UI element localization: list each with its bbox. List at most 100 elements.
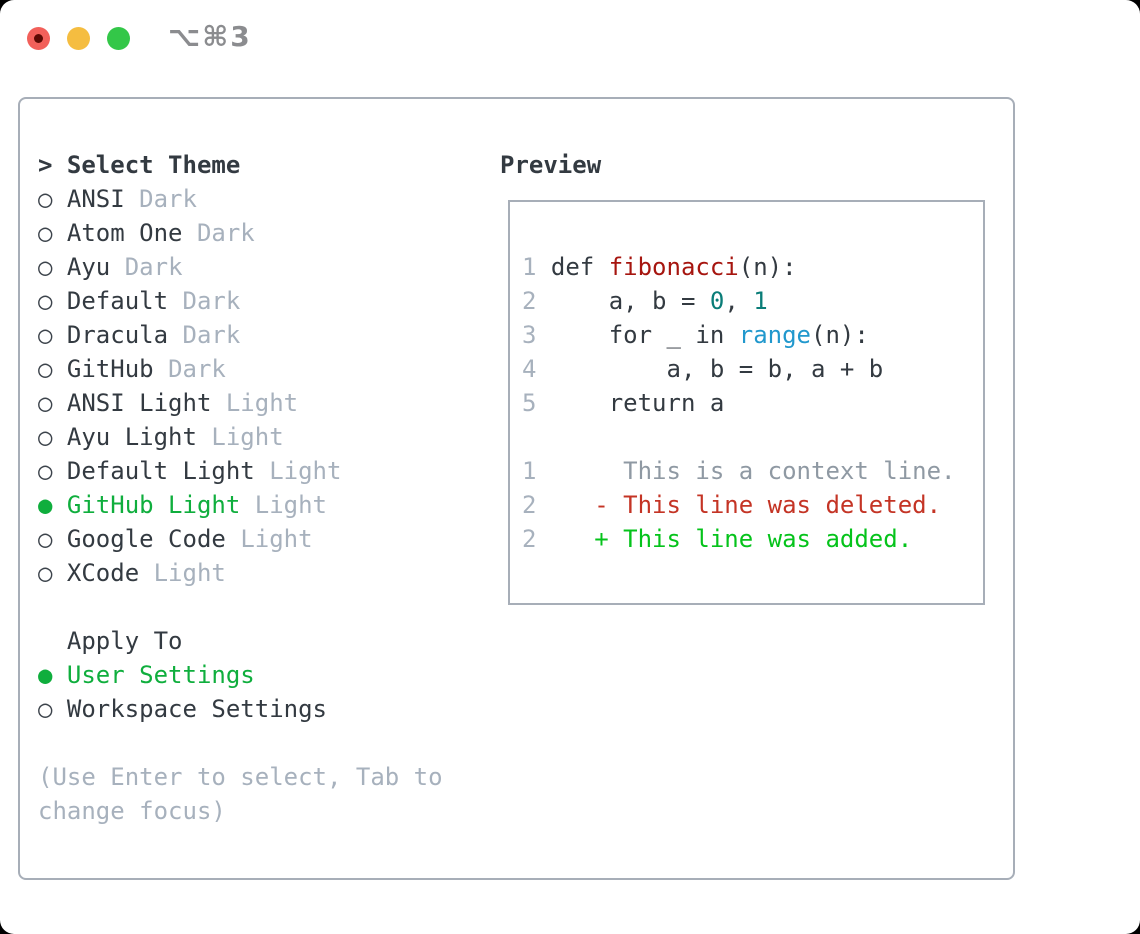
code-line: 2 - This line was deleted. [522,488,983,522]
theme-option-ansi-light[interactable]: ○ ANSI Light Light [38,386,443,420]
apply-option-workspace-settings[interactable]: ○ Workspace Settings [38,692,443,726]
code-line: 2 a, b = 0, 1 [522,284,983,318]
radio-unselected-icon: ○ [38,185,53,213]
code-segment-num: 0 [709,287,725,315]
theme-name: Ayu [66,253,111,281]
theme-name: XCode [66,559,140,587]
spacer-row [38,726,443,760]
code-segment-num: 1 [753,287,768,315]
window-shortcut-label: ⌥⌘3 [168,20,252,53]
radio-selected-icon: ● [38,661,53,689]
theme-variant: Light [269,457,342,485]
hint-line-2: change focus) [38,797,226,825]
theme-option-google-code[interactable]: ○ Google Code Light [38,522,443,556]
code-segment-deleted: - This line was deleted. [550,491,942,519]
radio-unselected-icon: ○ [38,695,53,723]
theme-variant: Dark [196,219,255,247]
radio-unselected-icon: ○ [38,253,53,281]
theme-option-ayu[interactable]: ○ Ayu Dark [38,250,443,284]
apply-option-label: Workspace Settings [66,695,327,723]
code-segment-func: fibonacci [608,253,739,281]
theme-name: ANSI [66,185,125,213]
theme-name: ANSI Light [66,389,212,417]
minimize-button[interactable] [67,27,90,50]
code-line: 1 def fibonacci(n): [522,250,983,284]
theme-variant: Light [240,525,313,553]
preview-title: Preview [500,151,602,179]
radio-selected-icon: ● [38,491,53,519]
line-number: 3 [522,321,537,349]
code-segment-builtin: range [738,321,811,349]
code-segment-code: a, b = [550,287,710,315]
apply-to-header: Apply To [38,624,443,658]
theme-option-github[interactable]: ○ GitHub Dark [38,352,443,386]
code-segment-added: + This line was added. [550,525,913,553]
code-segment-context: This is a context line. [550,457,956,485]
apply-option-label: User Settings [66,661,255,689]
theme-option-ayu-light[interactable]: ○ Ayu Light Light [38,420,443,454]
line-number: 2 [522,525,537,553]
code-segment-code: def [550,253,609,281]
apply-to-title: Apply To [66,627,183,655]
theme-option-dracula[interactable]: ○ Dracula Dark [38,318,443,352]
line-number: 5 [522,389,537,417]
theme-name: GitHub [66,355,154,383]
code-segment-code: (n): [811,321,869,349]
theme-option-xcode[interactable]: ○ XCode Light [38,556,443,590]
theme-list: ○ ANSI Dark○ Atom One Dark○ Ayu Dark○ De… [38,182,443,590]
close-dot-icon [34,34,43,43]
code-segment-code: a, b = b, a + b [550,355,884,383]
code-line: 3 for _ in range(n): [522,318,983,352]
line-number: 1 [522,253,537,281]
line-number: 1 [522,457,537,485]
theme-variant: Dark [182,321,241,349]
radio-unselected-icon: ○ [38,559,53,587]
theme-name: Default [66,287,169,315]
radio-unselected-icon: ○ [38,423,53,451]
radio-unselected-icon: ○ [38,219,53,247]
code-line: 1 This is a context line. [522,454,983,488]
theme-name: GitHub Light [66,491,241,519]
theme-name: Google Code [66,525,226,553]
apply-option-user-settings[interactable]: ● User Settings [38,658,443,692]
radio-unselected-icon: ○ [38,525,53,553]
theme-variant: Light [254,491,327,519]
close-button[interactable] [27,27,50,50]
theme-name: Dracula [66,321,169,349]
prompt-caret-icon: > [38,151,53,179]
theme-variant: Light [153,559,226,587]
zoom-button[interactable] [107,27,130,50]
theme-option-default[interactable]: ○ Default Dark [38,284,443,318]
code-segment-code: return a [550,389,725,417]
theme-variant: Light [211,423,284,451]
theme-option-github-light[interactable]: ● GitHub Light Light [38,488,443,522]
theme-picker-panel: > Select Theme ○ ANSI Dark○ Atom One Dar… [18,97,1015,880]
code-line: 4 a, b = b, a + b [522,352,983,386]
hint-line-1: (Use Enter to select, Tab to [38,763,443,791]
code-line: 5 return a [522,386,983,420]
radio-unselected-icon: ○ [38,321,53,349]
theme-option-ansi[interactable]: ○ ANSI Dark [38,182,443,216]
theme-variant: Light [225,389,299,417]
line-number: 2 [522,287,537,315]
apply-to-list: ● User Settings○ Workspace Settings [38,658,443,726]
theme-option-atom-one[interactable]: ○ Atom One Dark [38,216,443,250]
code-line [522,420,983,454]
theme-picker-column: > Select Theme ○ ANSI Dark○ Atom One Dar… [38,148,443,828]
radio-unselected-icon: ○ [38,389,53,417]
theme-variant: Dark [182,287,241,315]
line-number: 2 [522,491,537,519]
theme-variant: Dark [124,253,183,281]
code-segment-code: for _ in [550,321,739,349]
select-theme-header: > Select Theme [38,148,443,182]
code-segment-code: (n): [738,253,797,281]
radio-unselected-icon: ○ [38,457,53,485]
code-segment-code: , [724,287,754,315]
theme-option-default-light[interactable]: ○ Default Light Light [38,454,443,488]
radio-unselected-icon: ○ [38,355,53,383]
theme-name: Default Light [66,457,255,485]
select-theme-title: Select Theme [66,151,241,179]
theme-name: Atom One [66,219,183,247]
